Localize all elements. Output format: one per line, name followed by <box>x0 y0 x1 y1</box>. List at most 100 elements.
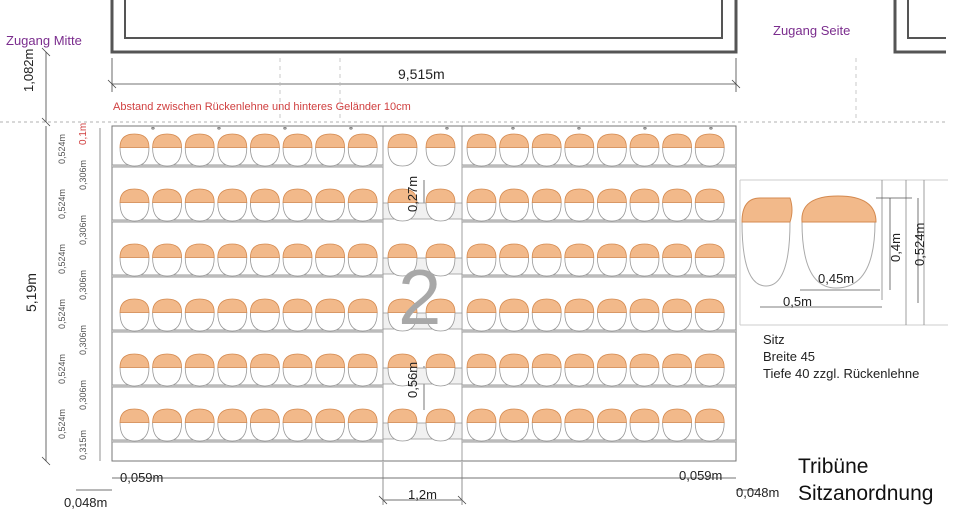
seat-pan <box>250 147 280 167</box>
seat-pan <box>152 312 182 332</box>
rail-mark: ⚭ <box>510 126 516 133</box>
seat-pan <box>531 422 562 442</box>
seat-backrest <box>499 298 530 313</box>
rail-mark: ⚭ <box>642 126 648 133</box>
dim-rail-gap: 0,1m <box>78 122 89 145</box>
seat <box>564 298 595 332</box>
seat-pan <box>694 202 725 222</box>
seat <box>531 353 562 387</box>
seat-backrest <box>217 133 248 148</box>
seat <box>282 298 313 332</box>
seat-pan <box>387 147 418 167</box>
seat-pan <box>250 312 280 332</box>
seat <box>694 133 725 167</box>
seat <box>564 133 595 167</box>
seat-backrest <box>249 243 280 258</box>
seat-backrest <box>499 353 530 368</box>
seat <box>499 298 530 332</box>
seat-pan <box>119 257 150 277</box>
seat-backrest <box>662 243 693 258</box>
seat-backrest <box>249 408 280 423</box>
seat <box>629 133 660 167</box>
seat-backrest <box>564 243 595 258</box>
seat-backrest <box>152 408 183 423</box>
seat-backrest <box>564 188 595 203</box>
seat-pan <box>387 257 418 277</box>
seat-backrest <box>694 298 725 313</box>
seat-pan <box>466 367 497 387</box>
seat-backrest <box>596 353 627 368</box>
seat <box>184 133 215 167</box>
seat-pan <box>282 367 313 387</box>
seat-pan <box>564 257 595 277</box>
seat-backrest <box>596 133 627 148</box>
seat-backrest <box>531 408 562 423</box>
seat-backrest <box>387 243 418 258</box>
seat <box>596 243 627 277</box>
label-zugang-seite: Zugang Seite <box>773 23 851 38</box>
seat-backrest <box>466 133 497 148</box>
seat-backrest <box>249 353 280 368</box>
seat <box>629 353 660 387</box>
seat <box>152 298 183 332</box>
seat <box>217 133 248 167</box>
seat <box>466 298 497 332</box>
dim-seat-gap: 0,306m <box>78 214 88 245</box>
seat-backrest <box>629 188 660 203</box>
seat-backrest <box>466 188 497 203</box>
seat <box>466 133 497 167</box>
seat-backrest <box>347 408 378 423</box>
seat-backrest <box>315 298 346 313</box>
seat <box>499 243 530 277</box>
seat <box>347 408 378 442</box>
seat <box>662 133 693 167</box>
seat <box>596 353 627 387</box>
seat-backrest <box>347 243 378 258</box>
seat <box>347 353 378 387</box>
seat-pan <box>597 367 627 387</box>
seat-backrest <box>217 188 248 203</box>
seat-backrest <box>531 353 562 368</box>
seat-pan <box>694 367 725 387</box>
seat <box>249 133 280 167</box>
seat-backrest <box>629 353 660 368</box>
seat-pan <box>119 147 150 167</box>
seat-pan <box>184 312 215 332</box>
detail-seat-pan-a <box>741 221 791 287</box>
seat-backrest <box>315 408 346 423</box>
seat-pan <box>597 202 627 222</box>
seat-backrest <box>217 353 248 368</box>
seat <box>315 408 346 442</box>
seat <box>282 243 313 277</box>
seat-backrest <box>531 298 562 313</box>
seat-backrest <box>531 188 562 203</box>
seat-pan <box>564 202 595 222</box>
seat <box>347 298 378 332</box>
seat-backrest <box>425 408 456 423</box>
seat <box>119 243 150 277</box>
seat-pan <box>315 367 345 387</box>
seat <box>531 188 562 222</box>
detail-seat-depth: 0,4m <box>888 233 903 262</box>
seat-backrest <box>564 353 595 368</box>
seat-backrest <box>184 408 215 423</box>
detail-seat-pan-b <box>801 221 876 289</box>
seat-pan <box>662 202 692 222</box>
seat <box>387 133 418 167</box>
dim-row-depth: 0,524m <box>57 408 67 439</box>
seat <box>694 408 725 442</box>
seat-pan <box>499 257 529 277</box>
seat <box>119 133 150 167</box>
seat-pan <box>597 257 627 277</box>
seat-backrest <box>466 353 497 368</box>
seat-pan <box>425 367 456 387</box>
seat <box>425 133 456 167</box>
seat-pan <box>315 422 345 442</box>
seat-pan <box>499 312 529 332</box>
seat-pan <box>282 202 313 222</box>
aisle-lines <box>382 126 463 461</box>
seat-backrest <box>282 243 313 258</box>
seat-backrest <box>662 408 693 423</box>
seat <box>347 188 378 222</box>
seat-pan <box>531 257 562 277</box>
